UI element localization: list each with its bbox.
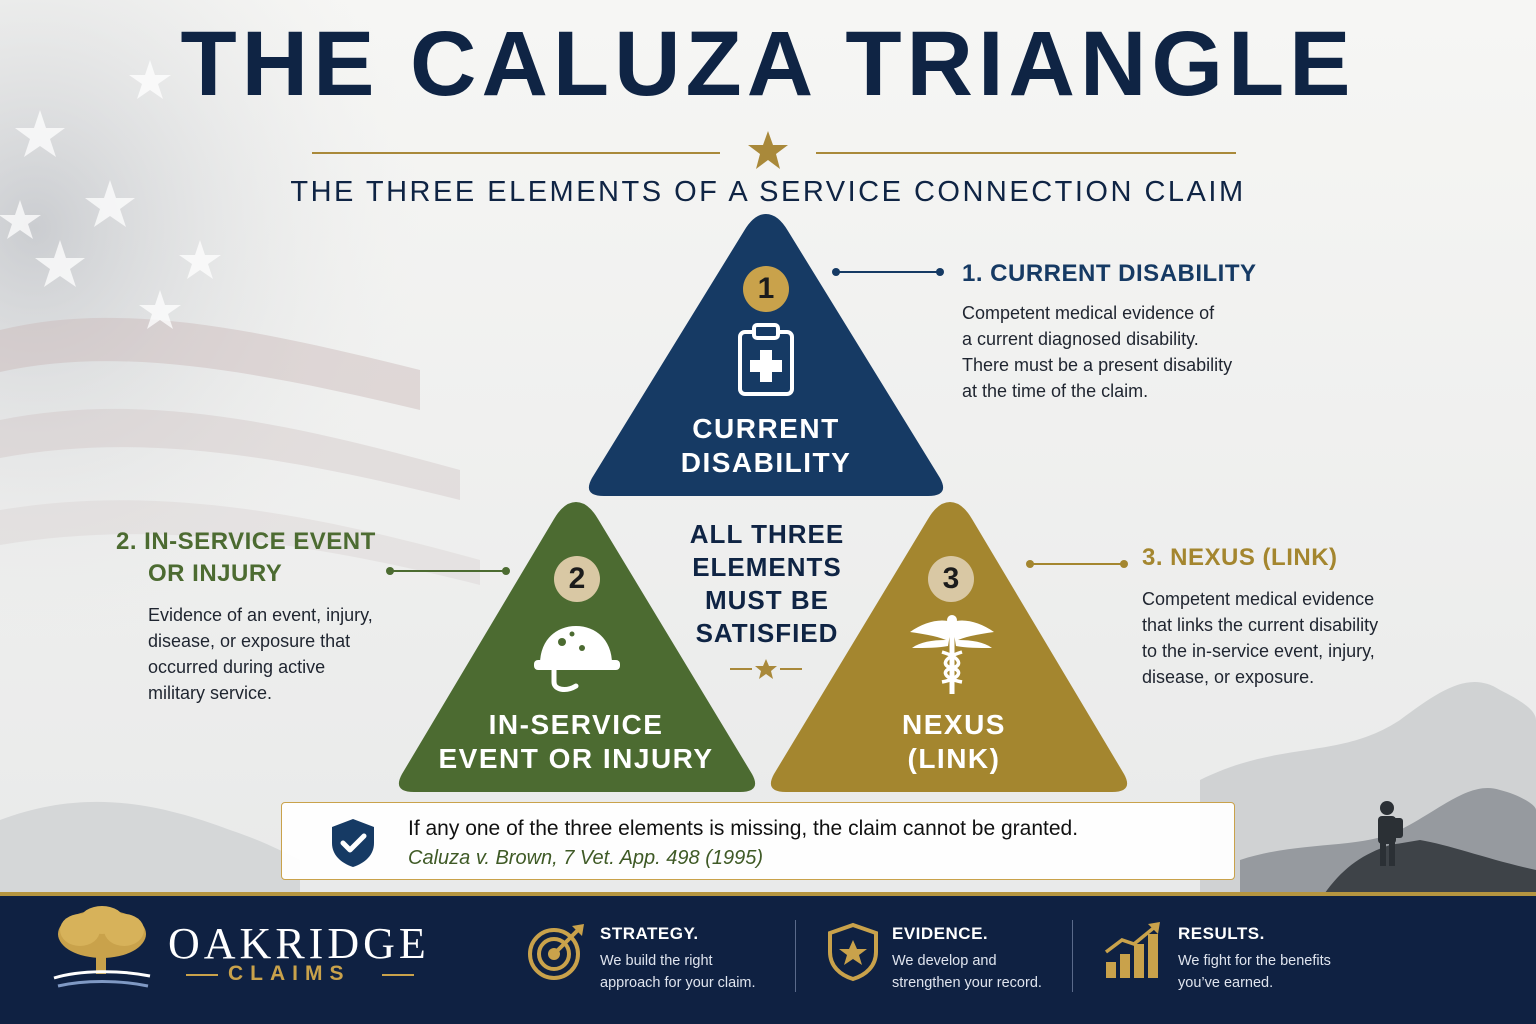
footer-border (0, 892, 1536, 896)
flag-stripe (0, 317, 420, 410)
triangle-nexus (770, 502, 1128, 792)
description-line: Competent medical evidence of (962, 303, 1215, 323)
page-title: THE CALUZA TRIANGLE (180, 13, 1356, 115)
triangle-label-nexus: NEXUS (LINK) (804, 708, 1104, 776)
description-line: occurred during active (148, 657, 326, 677)
number-badge-one: 1 (743, 266, 789, 312)
center-text-line: MUST BE (705, 585, 829, 615)
title-divider-left (312, 152, 720, 154)
mountains-left (0, 801, 300, 900)
note-citation: Caluza v. Brown, 7 Vet. App. 498 (1995) (408, 847, 764, 869)
heading-line: 2. IN-SERVICE EVENT (116, 528, 376, 555)
element-one-description: Competent medical evidence of a current … (962, 300, 1292, 404)
footer-separator (1072, 920, 1073, 992)
feature-evidence: EVIDENCE. We develop and strengthen your… (892, 924, 1068, 994)
flag-star (35, 240, 85, 287)
feature-line: approach for your claim. (600, 975, 756, 991)
small-star-icon (755, 659, 777, 679)
feature-title: STRATEGY. (600, 924, 699, 943)
flag-star (139, 290, 181, 329)
triangle-label-line: IN-SERVICE (488, 709, 664, 740)
feature-line: strengthen your record. (892, 975, 1042, 991)
flag-star (85, 180, 135, 227)
military-helmet-icon (534, 626, 620, 692)
element-three-heading: 3. NEXUS (LINK) (1142, 544, 1338, 571)
triangle-label-line: CURRENT (692, 413, 840, 444)
number-badge-two: 2 (554, 556, 600, 602)
flag-star (129, 60, 171, 99)
feature-strategy: STRATEGY. We build the right approach fo… (600, 924, 790, 994)
description-line: that links the current disability (1142, 615, 1379, 635)
footer-separator (795, 920, 796, 992)
star-icon (748, 131, 788, 169)
feature-description: We build the right approach for your cla… (600, 950, 790, 994)
flag-star (15, 110, 65, 157)
title-divider-right (816, 152, 1236, 154)
feature-line: We develop and (892, 953, 997, 969)
element-two-panel: 2. IN-SERVICE EVENT OR INJURY Evidence o… (116, 526, 396, 706)
feature-title: EVIDENCE. (892, 924, 989, 943)
caduceus-icon (910, 615, 994, 694)
center-text-line: ELEMENTS (692, 552, 842, 582)
feature-results: RESULTS. We fight for the benefits you’v… (1178, 924, 1368, 994)
heading-line: OR INJURY (148, 560, 283, 587)
soldier-silhouette (1378, 801, 1403, 866)
footer-bar (0, 896, 1536, 1024)
feature-description: We fight for the benefits you’ve earned. (1178, 950, 1368, 994)
flag-star (0, 200, 41, 239)
description-line: to the in-service event, injury, (1142, 641, 1375, 661)
note-main-text: If any one of the three elements is miss… (408, 817, 1079, 840)
triangle-label-line: DISABILITY (680, 447, 852, 478)
description-line: at the time of the claim. (962, 381, 1149, 401)
description-line: military service. (148, 683, 273, 703)
requirement-note-box: If any one of the three elements is miss… (281, 802, 1235, 880)
feature-title: RESULTS. (1178, 924, 1265, 943)
oak-tree-logo-icon (53, 906, 151, 988)
description-line: Competent medical evidence (1142, 589, 1375, 609)
target-icon (528, 924, 584, 980)
flag-star (179, 240, 221, 279)
description-line: There must be a present disability (962, 355, 1233, 375)
brand-divider-left (186, 974, 218, 976)
flag-stripe (0, 408, 460, 500)
page-subtitle: THE THREE ELEMENTS OF A SERVICE CONNECTI… (290, 176, 1246, 208)
number-badge-three: 3 (928, 556, 974, 602)
shield-check-icon (332, 819, 374, 867)
brand-subtitle: CLAIMS (228, 962, 351, 985)
element-two-heading: 2. IN-SERVICE EVENT OR INJURY (116, 526, 396, 590)
triangle-label-current-disability: CURRENT DISABILITY (616, 412, 916, 480)
foreground-ridge (1320, 840, 1536, 900)
feature-description: We develop and strengthen your record. (892, 950, 1068, 994)
brand-name: OAKRIDGE (168, 919, 430, 968)
description-line: disease, or exposure that (148, 631, 351, 651)
shield-star-icon (828, 922, 878, 982)
growth-chart-icon (1104, 922, 1160, 978)
center-text-line: ALL THREE (689, 519, 845, 549)
element-two-description: Evidence of an event, injury, disease, o… (116, 602, 396, 706)
element-three-description: Competent medical evidence that links th… (1142, 586, 1472, 690)
element-three-panel: 3. NEXUS (LINK) Competent medical eviden… (1142, 542, 1472, 690)
feature-line: We fight for the benefits (1178, 953, 1331, 969)
triangle-label-line: EVENT OR INJURY (438, 743, 714, 774)
flag-stripe (0, 500, 480, 585)
description-line: Evidence of an event, injury, (148, 605, 373, 625)
triangle-label-in-service-event: IN-SERVICE EVENT OR INJURY (426, 708, 726, 776)
element-one-heading: 1. CURRENT DISABILITY (962, 260, 1257, 287)
feature-line: you’ve earned. (1178, 975, 1274, 991)
clipboard-medical-icon (738, 323, 794, 396)
center-text-line: SATISFIED (695, 618, 839, 648)
element-one-panel: 1. CURRENT DISABILITY Competent medical … (962, 258, 1292, 404)
center-requirement-text: ALL THREE ELEMENTS MUST BE SATISFIED (662, 518, 872, 650)
description-line: disease, or exposure. (1142, 667, 1315, 687)
feature-line: We build the right (600, 953, 713, 969)
triangle-label-line: NEXUS (902, 709, 1006, 740)
description-line: a current diagnosed disability. (962, 329, 1199, 349)
brand-divider-right (382, 974, 414, 976)
triangle-label-line: (LINK) (907, 743, 1001, 774)
